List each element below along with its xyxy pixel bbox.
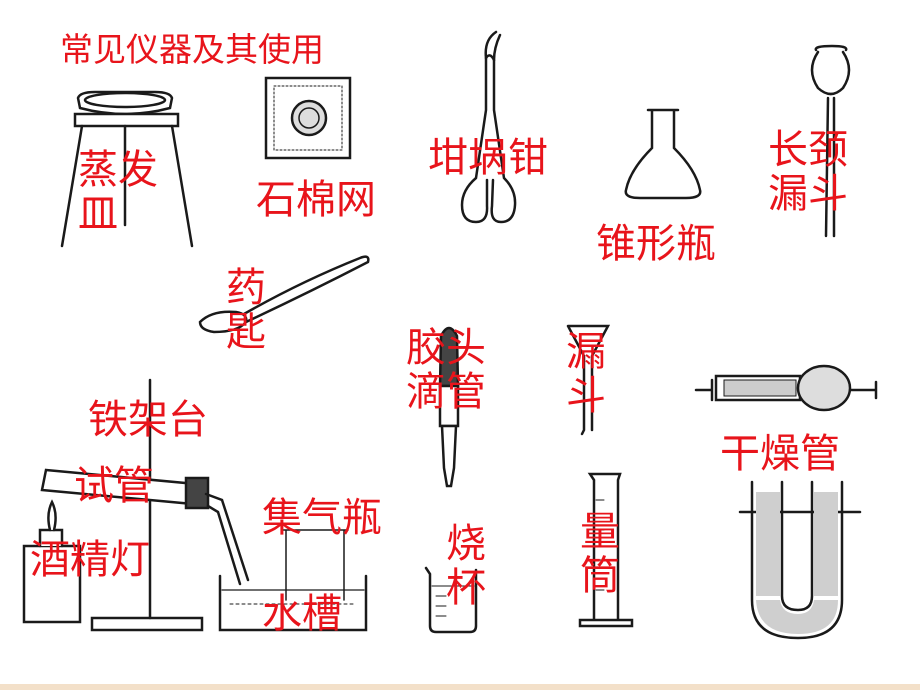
gas-jar-trough-drawing: [218, 529, 368, 632]
label-gas-jar: 集气瓶: [262, 495, 382, 541]
beaker-drawing: [424, 566, 478, 634]
label-alcohol-lamp: 酒精灯: [30, 537, 150, 583]
measuring-cylinder-drawing: [578, 472, 634, 628]
crucible-tongs-drawing: [460, 30, 517, 224]
label-erlenmeyer-flask: 锥形瓶: [596, 221, 716, 267]
bottom-bar: [0, 684, 920, 690]
label-test-tube: 试管: [74, 463, 154, 509]
label-funnel: 漏斗: [566, 329, 606, 419]
page-title: 常见仪器及其使用: [60, 30, 324, 69]
erlenmeyer-flask-drawing: [624, 108, 702, 200]
label-beaker: 烧杯: [446, 521, 486, 611]
label-spoon: 药匙: [226, 265, 266, 355]
long-neck-funnel-drawing: [810, 44, 851, 238]
asbestos-net-drawing: [264, 76, 352, 160]
label-long-neck-funnel: 长颈漏斗: [768, 127, 848, 217]
drying-tube-drawing: [694, 364, 878, 412]
label-evaporating-dish: 蒸发皿: [78, 147, 158, 237]
label-crucible-tongs: 坩埚钳: [428, 135, 548, 181]
label-dropper: 胶头滴管: [406, 325, 486, 415]
spoon-drawing: [198, 255, 370, 334]
funnel-drawing: [566, 324, 611, 436]
label-iron-stand: 铁架台: [88, 397, 208, 443]
u-tube-drawing: [738, 480, 862, 640]
label-water-trough: 水槽: [262, 591, 342, 637]
label-asbestos-net: 石棉网: [256, 177, 376, 223]
evaporating-dish-tripod-drawing: [60, 90, 194, 248]
label-drying-tube: 干燥管: [720, 431, 840, 477]
label-measuring-cylinder: 量筒: [580, 509, 620, 599]
dropper-drawing: [438, 326, 460, 488]
iron-stand-assembly-drawing: [22, 378, 250, 632]
